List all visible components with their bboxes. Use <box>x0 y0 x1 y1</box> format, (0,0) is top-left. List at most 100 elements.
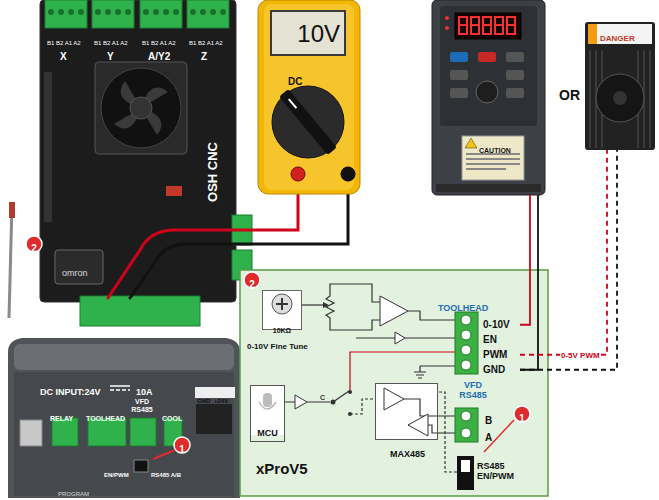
circuit-wire <box>330 284 380 302</box>
power-rating: DC INPUT:24V <box>40 387 101 397</box>
label-holder: +24V <box>214 389 228 407</box>
controller-board <box>40 0 236 302</box>
text-holder: 0-10V <box>483 314 510 332</box>
circuit-symbol <box>380 296 408 326</box>
brand-logo: OSH CNC <box>206 142 221 202</box>
pin-label: GND <box>197 398 210 405</box>
vfd-photo <box>436 184 541 192</box>
vfd-photo <box>507 24 515 26</box>
power-rating: 10A <box>136 387 153 397</box>
controller-board <box>48 9 54 15</box>
laser-module: DANGER <box>585 22 655 150</box>
signal-label: 0-5V PWM <box>560 351 601 360</box>
controller-board <box>44 72 52 222</box>
axis-label: Y <box>107 51 114 63</box>
text-holder: EN <box>483 329 497 347</box>
port-label: VFD RS485 <box>126 398 158 414</box>
schematic-panel <box>281 298 283 310</box>
vfd-photo <box>507 17 515 34</box>
label-holder: RS485 A/B <box>151 463 181 481</box>
text-holder: VFD RS485 <box>450 380 496 402</box>
label-holder: B1 B2 A1 A2 <box>189 31 223 49</box>
multimeter <box>258 0 360 194</box>
label-holder: Z <box>201 46 207 64</box>
circuit-wire <box>414 366 426 378</box>
or-label: OR <box>559 87 580 103</box>
terminal-pin-label: B1 B2 A1 A2 <box>47 40 81 47</box>
node-text: 0-10V Fine Tune <box>247 342 308 351</box>
controller-board <box>115 9 121 15</box>
schematic-panel <box>375 383 438 440</box>
xpro-controller-photo <box>20 420 42 446</box>
controller-board <box>55 250 103 284</box>
xpro-controller-photo <box>52 418 78 446</box>
circuit-symbol <box>323 302 329 308</box>
text-holder: DANGER <box>600 27 635 45</box>
vfd-unit: CAUTION <box>432 0 545 195</box>
text-holder: A <box>485 427 492 445</box>
schematic-panel: xProV510KΩ0-10V Fine TuneMCUMAX485TOOLHE… <box>240 270 548 496</box>
xpro-controller-photo <box>196 404 232 434</box>
node-heading: VFD RS485 <box>450 380 496 401</box>
circuit-wire <box>350 399 375 414</box>
label-holder: Y <box>107 46 114 64</box>
laser-module-photo <box>649 50 651 148</box>
label-holder: X <box>60 46 67 64</box>
controller-board <box>187 0 229 28</box>
rs485-terminal: VFD RS485BA <box>440 380 500 447</box>
circuit-symbol <box>395 332 405 344</box>
node-text: PWM <box>483 349 507 361</box>
node-heading: 10KΩ <box>273 327 291 335</box>
vfd-photo <box>478 52 496 62</box>
laser-module-photo <box>588 24 652 44</box>
label-holder: COOL <box>162 407 182 425</box>
circuit-symbol <box>455 408 478 442</box>
text-holder: 10KΩ <box>263 319 301 337</box>
node-heading: xProV5 <box>256 460 308 477</box>
label-holder: PROGRAM <box>58 482 89 500</box>
label-holder: OSH CNC <box>203 132 221 212</box>
controller-board <box>92 0 134 28</box>
laser-module-photo <box>588 24 597 44</box>
xpro-controller-photo <box>8 338 240 498</box>
vfd-photo <box>465 138 477 148</box>
text-holder: DC <box>288 71 302 89</box>
circuit-wire <box>420 365 455 366</box>
schematic-panel <box>240 270 548 496</box>
vfd-photo <box>471 17 479 34</box>
text-holder: B <box>485 410 492 428</box>
circuit-symbol <box>457 456 474 490</box>
vfd-photo <box>450 52 468 62</box>
toolhead-terminal: TOOLHEAD0-10VENPWMGND <box>436 296 520 379</box>
controller-board <box>130 97 152 119</box>
node-heading: MAX485 <box>390 449 425 459</box>
label-holder: B1 B2 A1 A2 <box>47 31 81 49</box>
circuit-symbol <box>461 411 471 421</box>
text-holder: MCU <box>251 422 284 440</box>
schematic-panel <box>272 294 292 314</box>
controller-board <box>78 9 84 15</box>
circuit-symbol <box>461 315 471 325</box>
label-holder: C <box>320 386 325 404</box>
controller-board <box>105 9 111 15</box>
circuit-symbol <box>461 360 471 370</box>
circuit-symbol <box>348 412 352 416</box>
transceiver-box: MAX485 <box>375 383 438 440</box>
controller-board <box>163 9 169 15</box>
node-heading: DC <box>288 76 302 88</box>
circuit-symbol <box>461 428 471 438</box>
potentiometer-box: 10KΩ0-10V Fine Tune <box>262 290 302 330</box>
multimeter <box>279 89 337 155</box>
xpro-controller-photo <box>110 389 130 391</box>
label-holder: VFD RS485 <box>126 398 158 416</box>
label-holder: 2 <box>244 274 260 292</box>
controller-board <box>58 9 64 15</box>
port-label: RELAY <box>50 415 73 423</box>
switch-label: EN/PWM <box>104 472 129 479</box>
vfd-photo <box>445 26 449 30</box>
node-text: A <box>485 432 492 444</box>
schematic-panel <box>250 385 285 435</box>
pin-label: C <box>320 394 325 402</box>
